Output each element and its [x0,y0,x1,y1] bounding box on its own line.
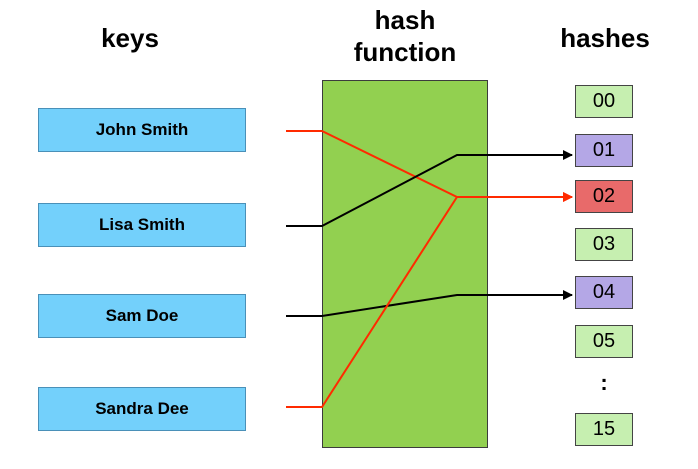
hash-box-01: 01 [575,134,633,167]
hash-box-03: 03 [575,228,633,261]
key-box-sandra-dee: Sandra Dee [38,387,246,431]
key-box-john-smith: John Smith [38,108,246,152]
mapping-line-lisa-smith-to-01 [286,150,573,227]
mapping-line-sam-doe-to-04 [286,290,573,317]
mapping-line-sandra-dee-to-02 [286,192,573,408]
hash-box-02: 02 [575,180,633,213]
hash-box-05: 05 [575,325,633,358]
hash-box-15: 15 [575,413,633,446]
key-box-lisa-smith: Lisa Smith [38,203,246,247]
hash-function-heading: hash function [322,4,488,68]
hash-function-heading-line2: function [353,37,457,67]
hash-box-00: 00 [575,85,633,118]
mapping-line-john-smith-to-02 [286,130,573,202]
hash-function-box [322,80,488,448]
hash-function-heading-line1: hash [374,5,436,35]
hashes-heading: hashes [560,23,650,53]
hash-box-04: 04 [575,276,633,309]
key-box-sam-doe: Sam Doe [38,294,246,338]
keys-heading: keys [101,23,159,53]
hash-ellipsis: : [600,370,608,395]
